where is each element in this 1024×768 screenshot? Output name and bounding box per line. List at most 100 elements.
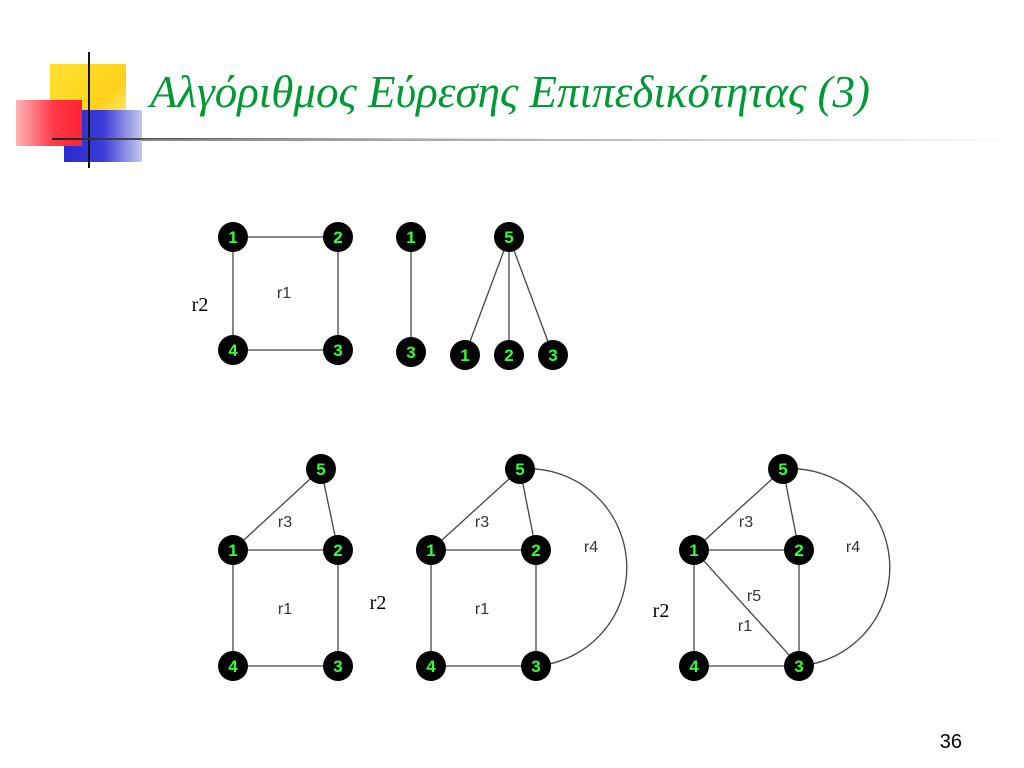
- node-circle: [538, 340, 568, 370]
- region-label-r4: r4: [584, 539, 598, 556]
- node-label: 2: [531, 541, 540, 560]
- node-circle: [306, 454, 336, 484]
- node-label: 3: [548, 346, 557, 365]
- node-label: 3: [531, 657, 540, 676]
- node-circle: [450, 340, 480, 370]
- page-number: 36: [939, 731, 962, 753]
- edge-st5-st1: [464, 236, 510, 356]
- region-label-r3: r3: [278, 514, 292, 531]
- node-b3: 3: [521, 651, 551, 681]
- node-b5: 5: [505, 454, 535, 484]
- region-label-r1: r1: [475, 601, 489, 618]
- graph-star: 5 1 2 3: [450, 222, 568, 370]
- node-label: 3: [333, 341, 342, 360]
- edge-st5-st3: [508, 236, 554, 356]
- node-circle: [521, 651, 551, 681]
- node-b1: 1: [416, 535, 446, 565]
- node-label: 5: [504, 228, 513, 247]
- node-a4: 4: [218, 651, 248, 681]
- region-label-r5: r5: [747, 588, 761, 605]
- node-label: 1: [460, 346, 469, 365]
- node-st2: 2: [494, 340, 524, 370]
- node-label: 2: [333, 228, 342, 247]
- node-sg3: 3: [396, 337, 426, 367]
- node-label: 2: [504, 346, 513, 365]
- node-circle: [396, 337, 426, 367]
- node-sq2: 2: [323, 222, 353, 252]
- node-c3: 3: [784, 651, 814, 681]
- node-circle: [784, 535, 814, 565]
- edge-a5-a1: [232, 468, 322, 551]
- node-label: 1: [228, 541, 237, 560]
- node-st5: 5: [494, 222, 524, 252]
- node-circle: [218, 222, 248, 252]
- node-label: 2: [794, 541, 803, 560]
- node-label: 4: [689, 657, 699, 676]
- node-circle: [679, 535, 709, 565]
- region-label-r2: r2: [192, 294, 209, 316]
- node-a5: 5: [306, 454, 336, 484]
- node-label: 3: [333, 657, 342, 676]
- node-label: 3: [794, 657, 803, 676]
- graph-step2: 5 1 2 4 3 r3 r4 r1 r2: [370, 454, 628, 681]
- slide-title: Αλγόριθμος Εύρεσης Επιπεδικότητας (3): [150, 67, 870, 117]
- node-sq4: 4: [218, 335, 248, 365]
- node-circle: [323, 651, 353, 681]
- title-underline: [142, 139, 1022, 141]
- node-label: 5: [515, 460, 524, 479]
- node-st1: 1: [450, 340, 480, 370]
- node-c5: 5: [768, 454, 798, 484]
- node-label: 5: [316, 460, 325, 479]
- node-b4: 4: [416, 651, 446, 681]
- region-label-r3: r3: [739, 514, 753, 531]
- node-label: 3: [406, 343, 415, 362]
- graph-segment: 13: [396, 222, 426, 367]
- node-label: 4: [426, 657, 436, 676]
- node-circle: [768, 454, 798, 484]
- node-sg1: 1: [396, 222, 426, 252]
- node-a1: 1: [218, 535, 248, 565]
- node-label: 1: [426, 541, 435, 560]
- edge-c5-c1: [693, 468, 784, 551]
- node-c1: 1: [679, 535, 709, 565]
- arc-b5-b3: [519, 468, 628, 667]
- node-sq1: 1: [218, 222, 248, 252]
- graph-step3: 5 1 2 4 3 r3 r4 r5 r1: [679, 454, 891, 681]
- node-label: 1: [689, 541, 698, 560]
- node-c4: 4: [679, 651, 709, 681]
- region-label-r1: r1: [738, 618, 752, 635]
- node-label: 4: [228, 657, 238, 676]
- node-circle: [505, 454, 535, 484]
- node-label: 5: [778, 460, 787, 479]
- node-circle: [323, 222, 353, 252]
- node-circle: [416, 651, 446, 681]
- node-circle: [218, 335, 248, 365]
- node-b2: 2: [521, 535, 551, 565]
- node-circle: [679, 651, 709, 681]
- node-circle: [416, 535, 446, 565]
- node-circle: [494, 222, 524, 252]
- region-label-r2: r2: [653, 600, 670, 622]
- edge-b5-b1: [430, 468, 521, 551]
- node-circle: [784, 651, 814, 681]
- node-st3: 3: [538, 340, 568, 370]
- deco-vertical-line: [88, 52, 90, 168]
- node-label: 2: [333, 541, 342, 560]
- region-label-r4: r4: [846, 539, 860, 556]
- region-label-r1: r1: [277, 285, 291, 302]
- region-label-r1: r1: [278, 601, 292, 618]
- node-c2: 2: [784, 535, 814, 565]
- region-label-r2: r2: [370, 592, 387, 614]
- node-a3: 3: [323, 651, 353, 681]
- arc-c5-c3: [782, 468, 891, 667]
- graph-step1: 5 1 2 4 3 r3 r1: [218, 454, 353, 681]
- region-label-r3: r3: [475, 514, 489, 531]
- node-circle: [521, 535, 551, 565]
- node-label: 1: [406, 228, 415, 247]
- node-circle: [218, 535, 248, 565]
- node-sq3: 3: [323, 335, 353, 365]
- edge-c1-c3: [693, 549, 800, 667]
- node-circle: [494, 340, 524, 370]
- node-label: 4: [228, 341, 238, 360]
